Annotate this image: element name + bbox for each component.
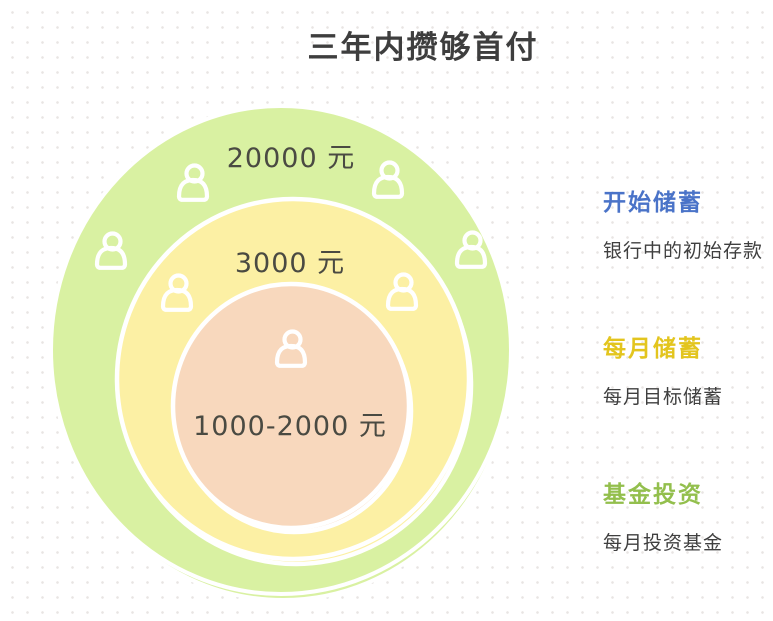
legend-heading-monthly-savings: 每月储蓄 [603, 336, 703, 361]
legend: 开始储蓄 银行中的初始存款 每月储蓄 每月目标储蓄 基金投资 每月投资基金 [603, 183, 771, 621]
legend-item-monthly-savings: 每月储蓄 每月目标储蓄 [603, 329, 771, 409]
legend-desc-initial-savings: 银行中的初始存款 [603, 241, 764, 262]
middle-ring-label: 3000 元 [234, 248, 346, 279]
outer-ring-label: 20000 元 [226, 143, 356, 174]
inner-ring [170, 281, 412, 531]
legend-item-fund-investment: 基金投资 每月投资基金 [603, 475, 771, 555]
inner-ring-label: 1000-2000 元 [193, 411, 387, 442]
legend-desc-fund-investment: 每月投资基金 [603, 533, 724, 554]
page-title: 三年内攒够首付 [307, 30, 539, 65]
legend-item-initial-savings: 开始储蓄 银行中的初始存款 [603, 183, 771, 263]
legend-heading-fund-investment: 基金投资 [603, 482, 703, 507]
legend-desc-monthly-savings: 每月目标储蓄 [603, 387, 724, 408]
legend-heading-initial-savings: 开始储蓄 [603, 190, 703, 215]
